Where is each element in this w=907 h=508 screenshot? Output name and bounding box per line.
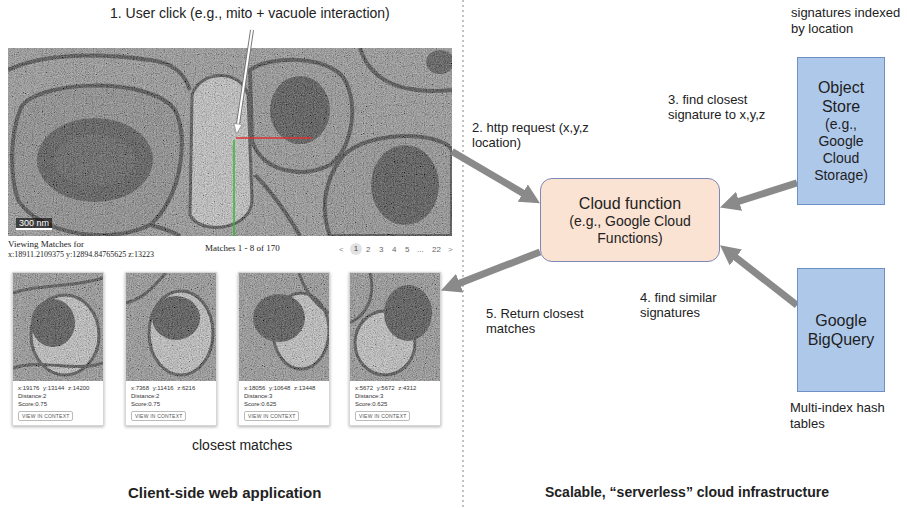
illustration-part xyxy=(8,48,452,236)
card-score: Score:0.75 xyxy=(18,400,47,408)
page-control: > xyxy=(448,245,453,255)
em-image-panel: 300 nm xyxy=(8,48,452,236)
view-button: VIEW IN CONTEXT xyxy=(244,411,299,421)
em-micrograph xyxy=(8,48,452,236)
page-number: 3 xyxy=(379,245,383,255)
box-subtitle: (e.g., Google Cloud Storage) xyxy=(802,116,880,184)
view-button: VIEW IN CONTEXT xyxy=(131,411,186,421)
page-number: 5 xyxy=(405,245,409,255)
illustration-part xyxy=(239,273,329,381)
flow-arrow xyxy=(731,183,797,204)
card-distance: Distance:3 xyxy=(244,392,272,400)
illustration-part xyxy=(126,273,216,381)
callout-label: 1. User click (e.g., mito + vacuole inte… xyxy=(110,5,390,22)
page-number: 22 xyxy=(432,245,441,255)
card-coords: x:19176 y:13144 z:14200 xyxy=(18,384,89,392)
card-coords: x:18056 y:10648 z:13448 xyxy=(244,384,315,392)
card-distance: Distance:2 xyxy=(131,392,159,400)
flow-arrow xyxy=(452,252,540,286)
match-card: x:19176 y:13144 z:14200Distance:2Score:0… xyxy=(12,272,104,426)
card-coords: x:7368 y:11416 z:6216 xyxy=(131,384,195,392)
illustration-part xyxy=(13,273,103,381)
illustration-part xyxy=(350,273,440,381)
page-number: 4 xyxy=(392,245,396,255)
illustration-part xyxy=(126,273,216,381)
box-title: Google BigQuery xyxy=(802,311,880,349)
divider-line xyxy=(462,0,463,508)
match-image xyxy=(239,273,329,381)
button-label: VIEW IN CONTEXT xyxy=(135,413,182,419)
card-score: Score:0.625 xyxy=(355,400,387,408)
annotation-note: Multi-index hash tables xyxy=(790,400,900,432)
section-caption: closest matches xyxy=(192,437,292,454)
card-distance: Distance:3 xyxy=(355,392,383,400)
page-number: 2 xyxy=(366,245,370,255)
match-card: x:7368 y:11416 z:6216Distance:2Score:0.7… xyxy=(125,272,217,426)
match-image xyxy=(350,273,440,381)
edge-label: 2. http request (x,y,z location) xyxy=(472,120,600,150)
query-coords: x:18911.2109375 y:12894.84765625 z:13223 xyxy=(8,250,154,260)
page-number: 1 xyxy=(350,243,362,255)
illustration-part xyxy=(126,273,216,381)
edge-label: 3. find closest signature to x,y,z xyxy=(668,92,793,122)
illustration-part xyxy=(350,273,440,381)
box-title: Object Store xyxy=(802,78,880,116)
section-title: Scalable, “serverless” cloud infrastruct… xyxy=(545,484,829,501)
view-button: VIEW IN CONTEXT xyxy=(18,411,73,421)
button-label: VIEW IN CONTEXT xyxy=(22,413,69,419)
results-count: Matches 1 - 8 of 170 xyxy=(205,243,280,254)
edge-label: 4. find similar signatures xyxy=(640,290,758,320)
page-control: < xyxy=(339,245,344,255)
flow-arrow xyxy=(729,253,797,306)
card-score: Score:0.75 xyxy=(131,400,160,408)
illustration-part xyxy=(350,273,440,381)
illustration-part xyxy=(238,30,252,124)
annotation-note: signatures indexed by location xyxy=(791,5,903,37)
card-score: Score:0.625 xyxy=(244,400,276,408)
match-image xyxy=(126,273,216,381)
section-title: Client-side web application xyxy=(128,484,321,502)
illustration-part xyxy=(239,273,329,381)
page-ellipsis: ... xyxy=(417,245,424,255)
button-label: VIEW IN CONTEXT xyxy=(359,413,406,419)
view-button: VIEW IN CONTEXT xyxy=(355,411,410,421)
connector-group xyxy=(452,151,797,305)
match-image xyxy=(13,273,103,381)
click-pointer xyxy=(234,30,252,134)
illustration-part xyxy=(238,30,252,124)
box-title: Cloud function xyxy=(579,194,681,213)
illustration-part xyxy=(234,123,242,134)
box-subtitle: (e.g., Google Cloud Functions) xyxy=(549,213,711,247)
bigquery-box: Google BigQuery xyxy=(797,268,885,392)
flow-arrow xyxy=(452,151,530,197)
illustration-part xyxy=(239,273,329,381)
card-distance: Distance:2 xyxy=(18,392,46,400)
match-card: x:18056 y:10648 z:13448Distance:3Score:0… xyxy=(238,272,330,426)
illustration-part xyxy=(236,137,312,139)
match-card: x:5672 y:5672 z:4312Distance:3Score:0.62… xyxy=(349,272,441,426)
scale-bar-label: 300 nm xyxy=(16,218,52,230)
illustration-part xyxy=(13,273,103,381)
illustration-part xyxy=(8,48,452,236)
object-store-box: Object Store(e.g., Google Cloud Storage) xyxy=(797,57,885,205)
button-label: VIEW IN CONTEXT xyxy=(248,413,295,419)
cloud-function-box: Cloud function(e.g., Google Cloud Functi… xyxy=(540,178,720,262)
illustration-part xyxy=(233,140,235,236)
card-coords: x:5672 y:5672 z:4312 xyxy=(355,384,416,392)
illustration-part xyxy=(13,273,103,381)
edge-label: 5. Return closest matches xyxy=(486,306,604,336)
results-heading: Viewing Matches for xyxy=(8,239,84,250)
